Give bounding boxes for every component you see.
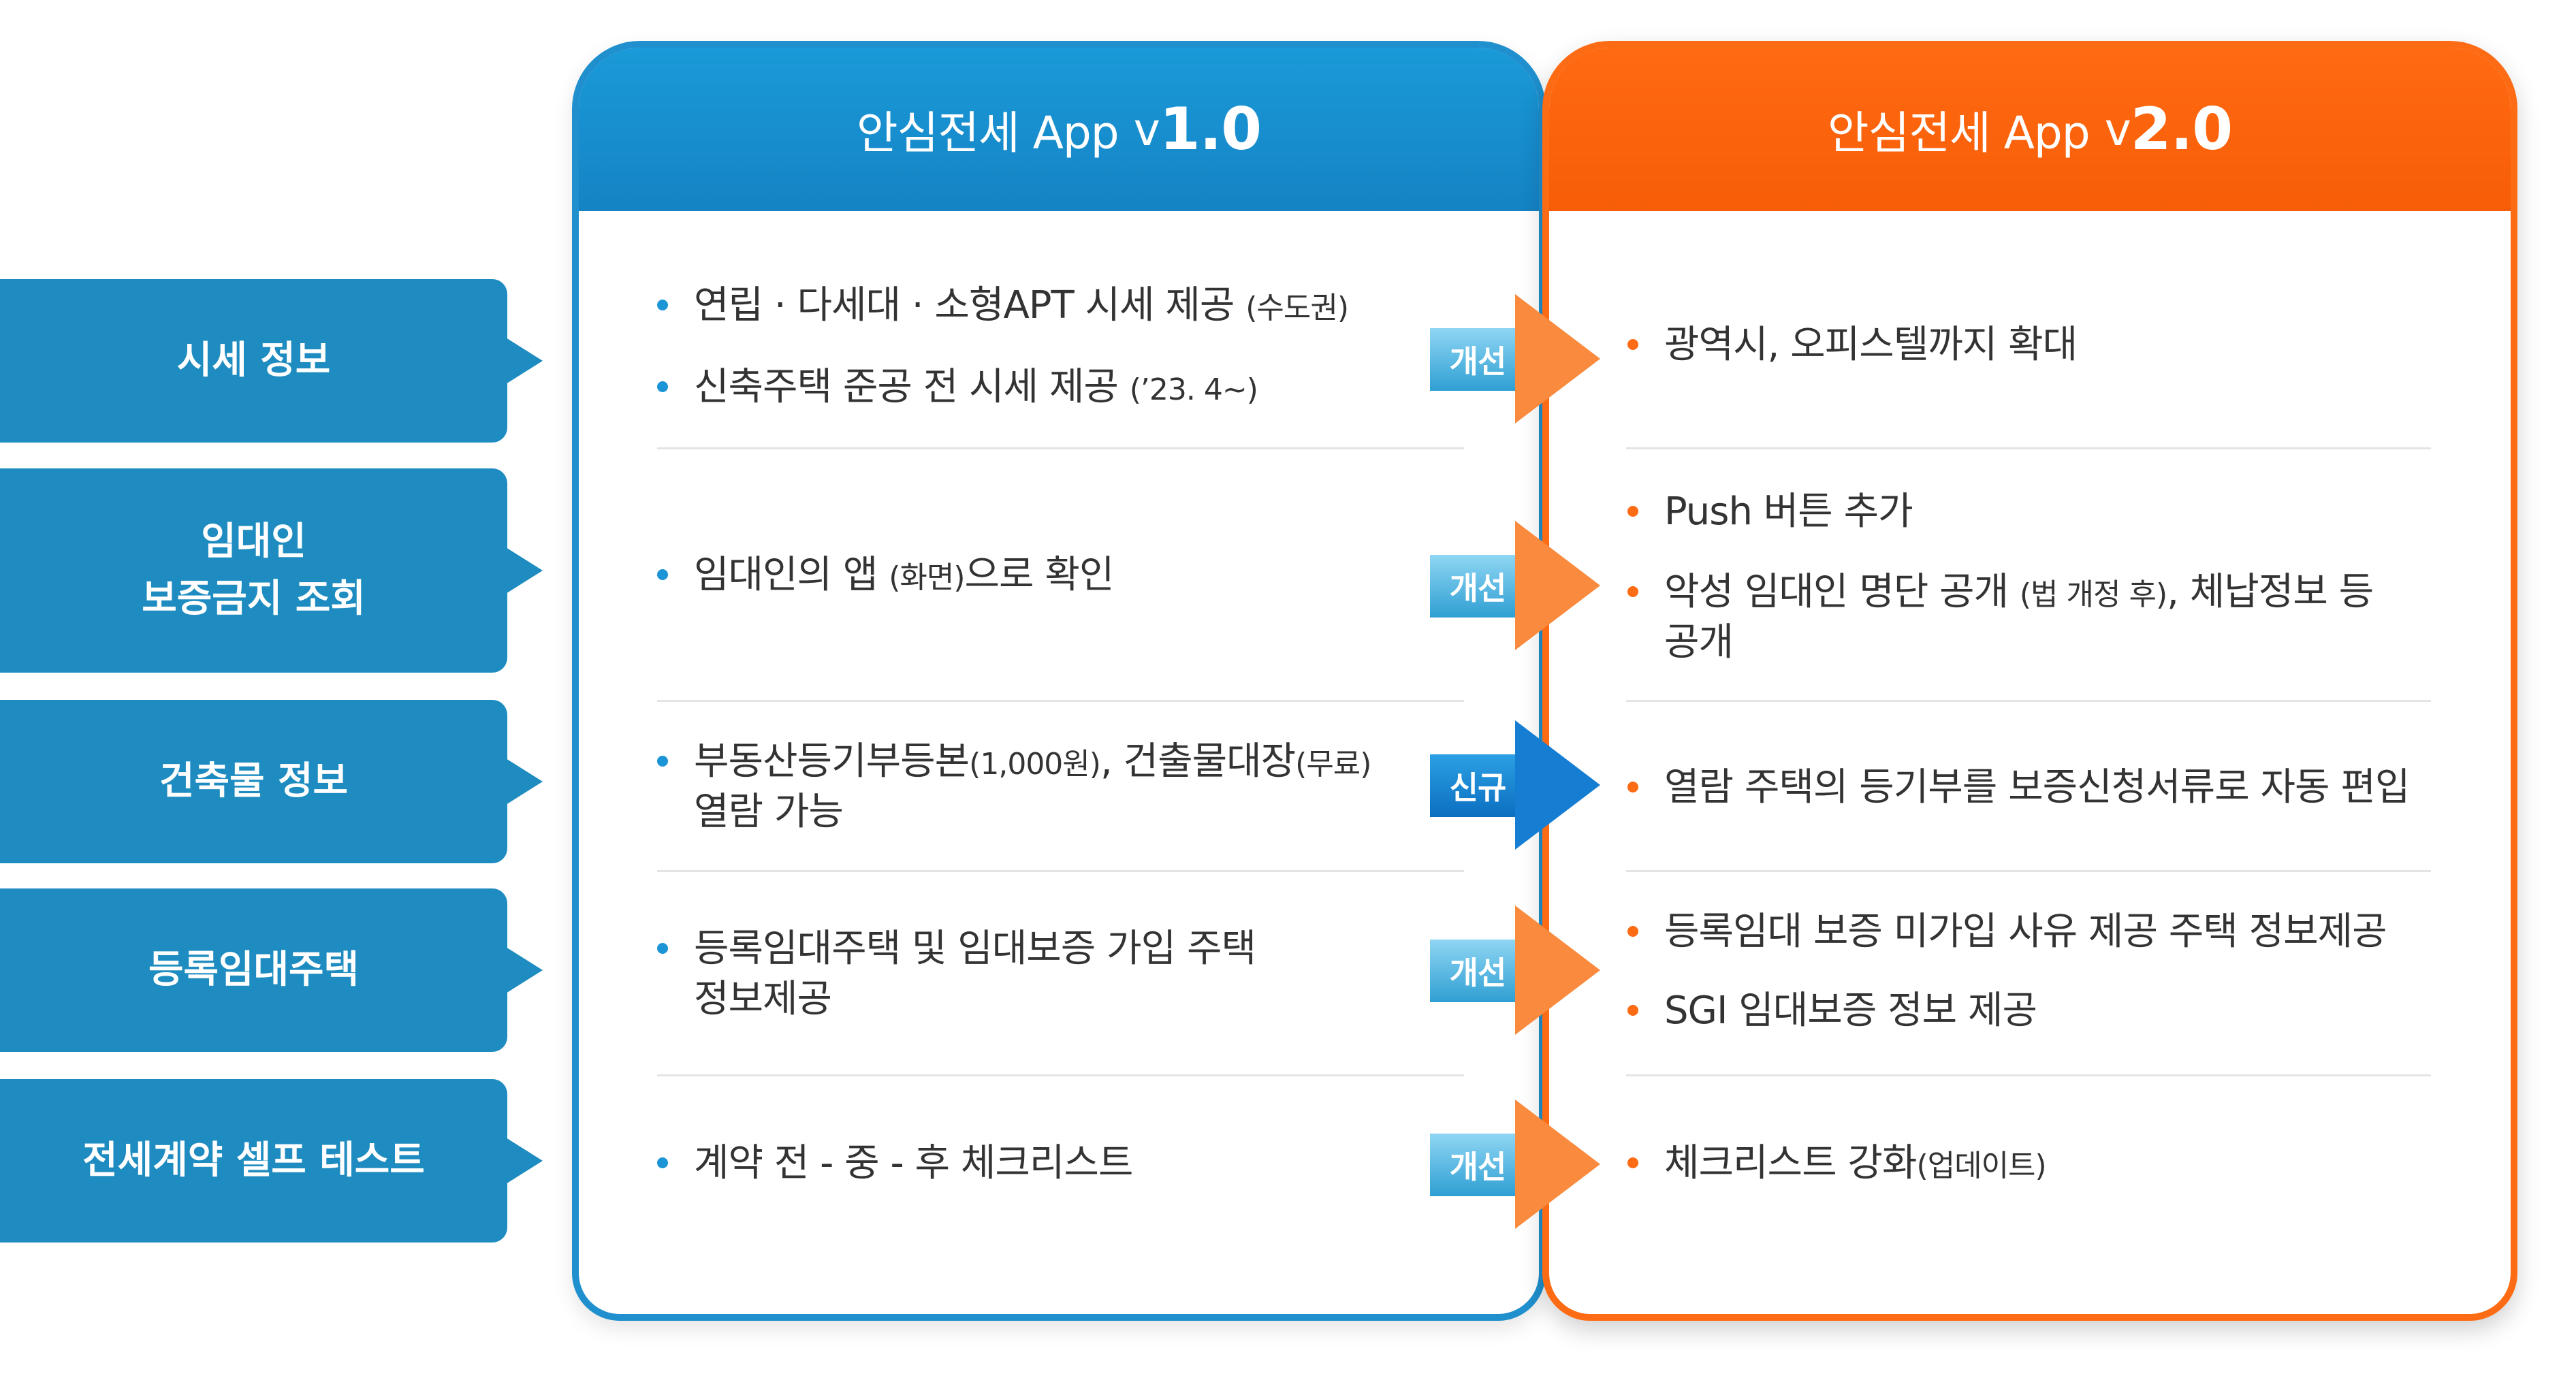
v2-item-checklist: 체크리스트 강화(업데이트) bbox=[1627, 1138, 2424, 1189]
bullet bbox=[657, 943, 668, 954]
row-divider bbox=[1626, 870, 2431, 872]
item-text: 연립 · 다세대 · 소형APT 시세 제공 bbox=[694, 283, 1246, 327]
v1-item-checklist: 계약 전 - 중 - 후 체크리스트 bbox=[657, 1138, 1440, 1189]
bullet bbox=[657, 569, 668, 580]
item-note: (수도권) bbox=[1245, 291, 1349, 325]
item-text: 임대인의 앱 bbox=[694, 553, 889, 597]
item-text: 부동산등기부등본 bbox=[694, 739, 970, 784]
row-divider bbox=[1626, 447, 2431, 449]
item-note: (무료) bbox=[1295, 747, 1371, 782]
bullet bbox=[657, 381, 668, 392]
v1-item-price-new-build: 신축주택 준공 전 시세 제공 (’23. 4~) bbox=[657, 362, 1440, 413]
item-text-tail: , 건출물대장 bbox=[1100, 739, 1296, 784]
v2-item-auto-registry: 열람 주택의 등기부를 보증신청서류로 자동 편입 bbox=[1627, 763, 2424, 813]
v1-version-number: 1.0 bbox=[1159, 95, 1262, 163]
bullet bbox=[1627, 782, 1638, 792]
arrow-improve-rental: 개선 bbox=[1430, 905, 1600, 1035]
item-note: (’23. 4~) bbox=[1129, 372, 1258, 407]
item-text: 열람 주택의 등기부를 보증신청서류로 자동 편입 bbox=[1664, 765, 2410, 809]
arrow-head bbox=[1515, 905, 1600, 1035]
row-divider bbox=[657, 1074, 1464, 1076]
arrow-label: 개선 bbox=[1430, 555, 1525, 618]
bullet bbox=[1627, 926, 1638, 937]
category-label: 등록임대주택 bbox=[148, 948, 360, 992]
v2-title-text: 안심전세 App bbox=[1827, 107, 2090, 159]
item-note: (화면) bbox=[889, 560, 965, 595]
category-label: 임대인 보증금지 조회 bbox=[142, 519, 366, 621]
bullet bbox=[1627, 1157, 1638, 1168]
v2-version-prefix: v bbox=[2104, 103, 2131, 156]
row-divider bbox=[1626, 1074, 2431, 1076]
item-text: 등록임대 보증 미가입 사유 제공 주택 정보제공 bbox=[1664, 910, 2387, 954]
bullet bbox=[657, 1157, 668, 1168]
category-landlord-deposit: 임대인 보증금지 조회 bbox=[0, 468, 543, 673]
v2-item-rental-unjoined: 등록임대 보증 미가입 사유 제공 주택 정보제공 bbox=[1627, 907, 2424, 957]
category-pointer bbox=[506, 758, 543, 805]
item-note: (1,000원) bbox=[969, 747, 1101, 782]
category-self-test: 전세계약 셀프 테스트 bbox=[0, 1079, 543, 1242]
item-note: (법 개정 후) bbox=[2019, 577, 2167, 612]
v1-item-landlord-app: 임대인의 앱 (화면)으로 확인 bbox=[657, 550, 1440, 600]
v2-panel: 안심전세 App v 2.0 bbox=[1542, 41, 2517, 1321]
item-text: 악성 임대인 명단 공개 bbox=[1664, 570, 2020, 614]
arrow-new-building: 신규 bbox=[1430, 720, 1600, 850]
arrow-improve-checklist: 개선 bbox=[1430, 1100, 1600, 1229]
v2-item-expand: 광역시, 오피스텔까지 확대 bbox=[1627, 320, 2424, 370]
category-pointer bbox=[506, 1138, 543, 1184]
category-pointer bbox=[506, 338, 543, 384]
item-text: 계약 전 - 중 - 후 체크리스트 bbox=[694, 1141, 1133, 1185]
v1-item-registered-rental: 등록임대주택 및 임대보증 가입 주택 정보제공 bbox=[657, 924, 1440, 1025]
item-note: (업데이트) bbox=[1916, 1149, 2046, 1183]
category-building-info: 건축물 정보 bbox=[0, 700, 543, 863]
category-pointer bbox=[506, 547, 543, 594]
arrow-head bbox=[1515, 294, 1600, 423]
v2-panel-header: 안심전세 App v 2.0 bbox=[1549, 48, 2511, 211]
arrow-label: 개선 bbox=[1430, 1134, 1525, 1196]
arrow-improve-landlord: 개선 bbox=[1430, 521, 1600, 650]
bullet bbox=[1627, 586, 1638, 597]
category-label: 건축물 정보 bbox=[159, 759, 349, 803]
category-price-info: 시세 정보 bbox=[0, 279, 543, 443]
bullet bbox=[1627, 1005, 1638, 1016]
item-text: 광역시, 오피스텔까지 확대 bbox=[1664, 323, 2078, 367]
arrow-head bbox=[1515, 521, 1600, 650]
row-divider bbox=[657, 447, 1464, 449]
v1-version-prefix: v bbox=[1133, 103, 1160, 156]
item-text: 체크리스트 강화 bbox=[1664, 1141, 1917, 1185]
v1-title-text: 안심전세 App bbox=[856, 107, 1119, 159]
v2-item-push: Push 버튼 추가 bbox=[1627, 487, 2424, 537]
v1-item-price-urban: 연립 · 다세대 · 소형APT 시세 제공 (수도권) bbox=[657, 280, 1440, 331]
bullet bbox=[657, 756, 668, 767]
category-pointer bbox=[506, 947, 543, 993]
bullet bbox=[657, 300, 668, 310]
v1-panel-header: 안심전세 App v 1.0 bbox=[579, 48, 1539, 211]
item-text-tail: , 체납정보 등 공개 bbox=[1664, 570, 2374, 664]
item-text: SGI 임대보증 정보 제공 bbox=[1664, 989, 2037, 1033]
bullet bbox=[1627, 506, 1638, 517]
v1-item-registry: 부동산등기부등본(1,000원), 건출물대장(무료) 열람 가능 bbox=[657, 737, 1440, 837]
arrow-head bbox=[1515, 1100, 1600, 1229]
item-text-tail: 열람 가능 bbox=[694, 789, 843, 834]
arrow-label: 개선 bbox=[1430, 328, 1525, 391]
arrow-label: 개선 bbox=[1430, 940, 1525, 1002]
v1-panel: 안심전세 App v 1.0 bbox=[572, 41, 1546, 1321]
item-text: Push 버튼 추가 bbox=[1664, 490, 1913, 534]
v2-item-malicious-landlord: 악성 임대인 명단 공개 (법 개정 후), 체납정보 등 공개 bbox=[1627, 567, 2424, 668]
category-registered-rental: 등록임대주택 bbox=[0, 888, 543, 1052]
row-divider bbox=[657, 870, 1464, 872]
item-text: 등록임대주택 및 임대보증 가입 주택 정보제공 bbox=[694, 927, 1256, 1021]
category-label: 전세계약 셀프 테스트 bbox=[82, 1138, 425, 1183]
bullet bbox=[1627, 339, 1638, 350]
arrow-head bbox=[1515, 720, 1600, 850]
v2-item-sgi: SGI 임대보증 정보 제공 bbox=[1627, 986, 2424, 1036]
row-divider bbox=[1626, 700, 2431, 702]
row-divider bbox=[657, 700, 1464, 702]
v2-version-number: 2.0 bbox=[2130, 95, 2233, 163]
arrow-label: 신규 bbox=[1430, 754, 1525, 817]
item-text: 신축주택 준공 전 시세 제공 bbox=[694, 365, 1130, 409]
category-label: 시세 정보 bbox=[176, 338, 331, 383]
arrow-improve-price: 개선 bbox=[1430, 294, 1600, 423]
item-text-tail: 으로 확인 bbox=[964, 553, 1115, 597]
